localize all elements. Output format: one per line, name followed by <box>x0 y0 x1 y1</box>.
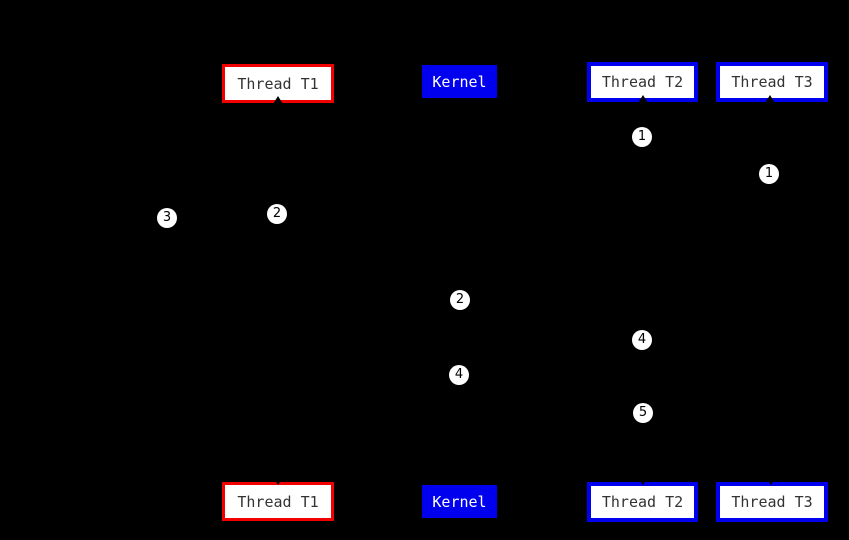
step-marker-1-thread-t2: 1 <box>632 127 652 147</box>
step-marker-2-thread-t1: 2 <box>267 204 287 224</box>
thread-t3-box-bottom: Thread T3 <box>716 482 828 522</box>
lifeline-stub-t1-top <box>273 96 283 104</box>
step-marker-3-thread-t1: 3 <box>157 208 177 228</box>
step-marker-4-thread-t2: 4 <box>632 330 652 350</box>
thread-t2-box-bottom: Thread T2 <box>587 482 698 522</box>
lifeline-stub-t3-top <box>765 95 775 103</box>
lifeline-stub-t2-top <box>638 95 648 103</box>
lifeline-stub-t3-bottom <box>766 477 776 485</box>
step-marker-5-thread-t2: 5 <box>633 403 653 423</box>
step-marker-4-kernel: 4 <box>449 365 469 385</box>
thread-t1-box-bottom: Thread T1 <box>222 482 334 521</box>
step-marker-1-thread-t3: 1 <box>759 164 779 184</box>
step-marker-2-kernel: 2 <box>450 290 470 310</box>
kernel-box-bottom: Kernel <box>422 485 497 518</box>
lifeline-stub-t1-bottom <box>273 477 283 485</box>
kernel-box-top: Kernel <box>422 65 497 98</box>
lifeline-stub-t2-bottom <box>638 477 648 485</box>
